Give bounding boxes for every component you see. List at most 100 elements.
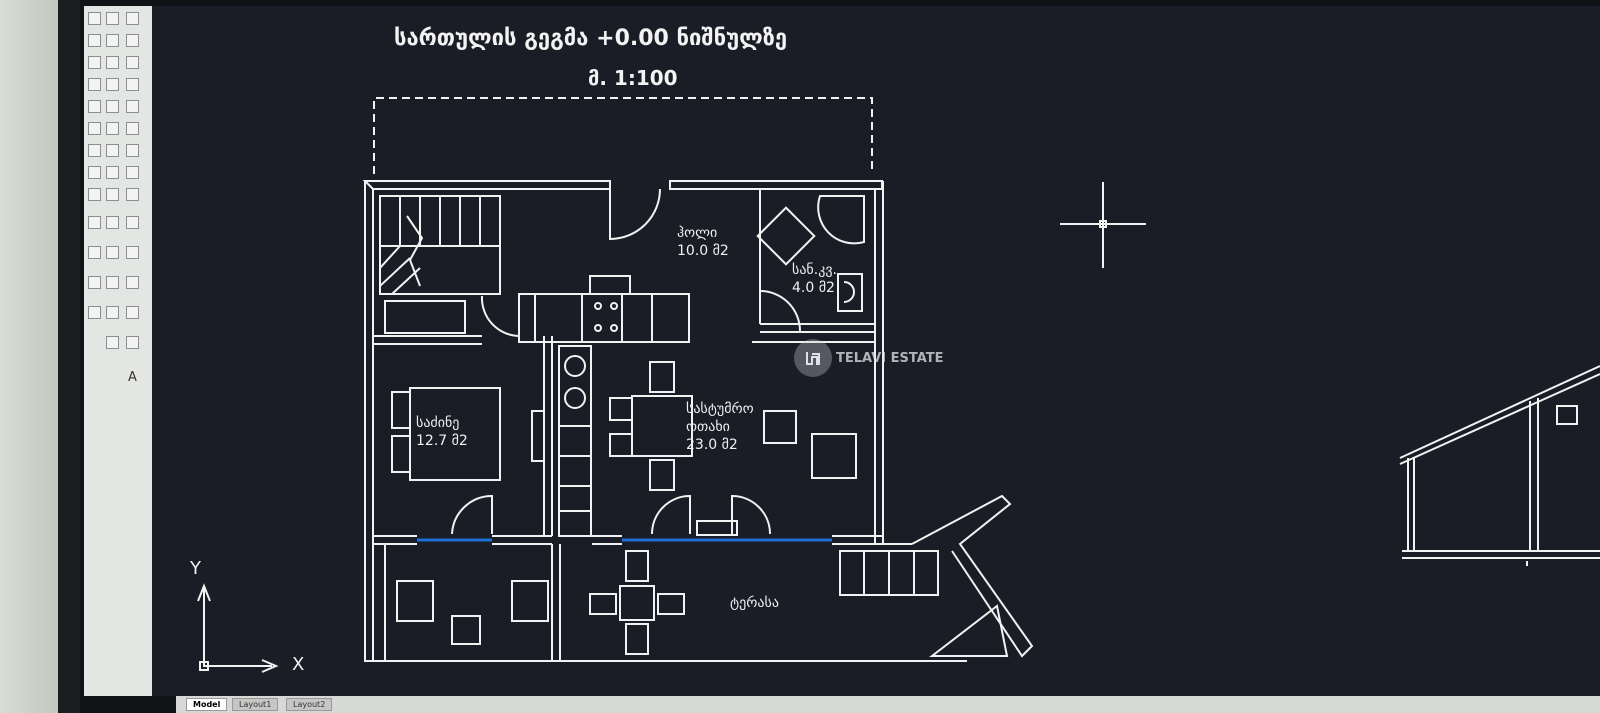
drawing-title: სართულის გეგმა +0.00 ნიშნულზე [394, 26, 788, 51]
properties-tool-icon[interactable] [126, 336, 139, 349]
array-tool-icon[interactable] [126, 100, 139, 113]
explode-tool-icon[interactable] [106, 144, 119, 157]
move-tool-icon[interactable] [126, 56, 139, 69]
entrance-door-swing [609, 188, 661, 241]
bathroom-door-swing [759, 290, 801, 332]
crosshair-cursor [1060, 182, 1146, 268]
shower-tray [817, 195, 865, 245]
mtext-tool-icon[interactable] [106, 336, 119, 349]
line-tool-icon[interactable] [88, 12, 101, 25]
terrace-steps [929, 604, 1009, 657]
wardrobe [384, 300, 466, 334]
lengthen-tool-icon[interactable] [106, 246, 119, 259]
text-tool-icon[interactable]: A [128, 370, 137, 385]
ucs-axis-lines [203, 586, 272, 667]
offset-tool-icon[interactable] [106, 100, 119, 113]
left-wall [364, 181, 374, 662]
watermark: TELAVI ESTATE [794, 338, 944, 378]
tab-layout1[interactable]: Layout1 [232, 698, 279, 711]
hatch-tool-icon[interactable] [88, 166, 101, 179]
dimension-tool-icon[interactable] [88, 276, 101, 289]
terrace-table [619, 585, 655, 621]
crosshair-pickbox [1099, 220, 1107, 228]
top-wall-right [669, 180, 883, 190]
bed-outline [409, 387, 501, 481]
copy-tool-icon[interactable] [88, 78, 101, 91]
building-elevation [1399, 365, 1600, 566]
stretch-tool-icon[interactable] [88, 246, 101, 259]
upper-balcony-outline [373, 97, 873, 174]
tab-model[interactable]: Model [186, 698, 228, 711]
bedroom-right-wall [543, 336, 553, 536]
leader-tool-icon[interactable] [106, 276, 119, 289]
top-wall-left [362, 180, 611, 190]
tab-layout2[interactable]: Layout2 [286, 698, 333, 711]
monitor-bezel [58, 0, 80, 713]
point-tool-icon[interactable] [106, 188, 119, 201]
terrace-chair-left [396, 580, 434, 622]
boundary-tool-icon[interactable] [106, 306, 119, 319]
scale-tool-icon[interactable] [126, 78, 139, 91]
xline-tool-icon[interactable] [126, 306, 139, 319]
room-bathroom: სან.კვ.4.0 მ2 [792, 262, 837, 296]
table-tool-icon[interactable] [88, 188, 101, 201]
side-table [763, 410, 797, 444]
stair-steps [379, 196, 500, 295]
drawing-scale: მ. 1:100 [588, 66, 678, 90]
arc-tool-icon[interactable] [88, 34, 101, 47]
kitchen-hood [589, 275, 631, 295]
bathroom-walls [759, 189, 875, 333]
living-terrace-door-right [731, 494, 771, 535]
terrace-railing [911, 494, 1034, 658]
floor-plan-drawing [197, 97, 1600, 673]
nightstand-top [391, 391, 411, 429]
chamfer-tool-icon[interactable] [88, 144, 101, 157]
threshold-mat [696, 520, 738, 536]
rotate-tool-icon[interactable] [106, 78, 119, 91]
mirror-tool-icon[interactable] [88, 100, 101, 113]
revcloud-tool-icon[interactable] [126, 276, 139, 289]
bottom-wall-segments [373, 535, 912, 545]
terrace-dividers [384, 544, 561, 661]
polygon-tool-icon[interactable] [126, 34, 139, 47]
cad-window: A [80, 0, 1600, 713]
insert-block-icon[interactable] [88, 216, 101, 229]
trim-tool-icon[interactable] [88, 122, 101, 135]
fillet-tool-icon[interactable] [126, 122, 139, 135]
counter-divisions [534, 294, 653, 342]
spline-tool-icon[interactable] [106, 56, 119, 69]
stair-arrow [406, 215, 424, 287]
living-terrace-door-left [651, 494, 691, 535]
ellipse-tool-icon[interactable] [88, 56, 101, 69]
bedroom-door-swing [480, 295, 521, 338]
bedroom-terrace-door [451, 494, 493, 535]
drawing-canvas[interactable]: სართულის გეგმა +0.00 ნიშნულზე მ. 1:100 ჰ… [152, 6, 1600, 696]
region-tool-icon[interactable] [126, 166, 139, 179]
terrace-table-small [451, 615, 481, 645]
toilet-outline [837, 273, 863, 312]
break-tool-icon[interactable] [126, 216, 139, 229]
washbasin-outline [756, 206, 816, 266]
room-terrace: ტერასა [730, 595, 779, 611]
bedroom-wardrobe-side [531, 410, 545, 462]
extend-tool-icon[interactable] [106, 122, 119, 135]
make-block-icon[interactable] [106, 216, 119, 229]
ucs-y-label: Y [190, 558, 201, 579]
kitchen-counter [518, 293, 690, 343]
wipeout-tool-icon[interactable] [88, 306, 101, 319]
circle-tool-icon[interactable] [126, 12, 139, 25]
bedroom-top-wall [373, 335, 482, 345]
rectangle-tool-icon[interactable] [106, 34, 119, 47]
watermark-text: TELAVI ESTATE [836, 350, 944, 366]
join-tool-icon[interactable] [126, 246, 139, 259]
dining-table [631, 395, 693, 457]
polyline-tool-icon[interactable] [106, 12, 119, 25]
terrace-chair-right [511, 580, 549, 622]
gradient-tool-icon[interactable] [106, 166, 119, 179]
erase-tool-icon[interactable] [126, 144, 139, 157]
shelving-unit [558, 345, 592, 537]
block-tool-icon[interactable] [126, 188, 139, 201]
